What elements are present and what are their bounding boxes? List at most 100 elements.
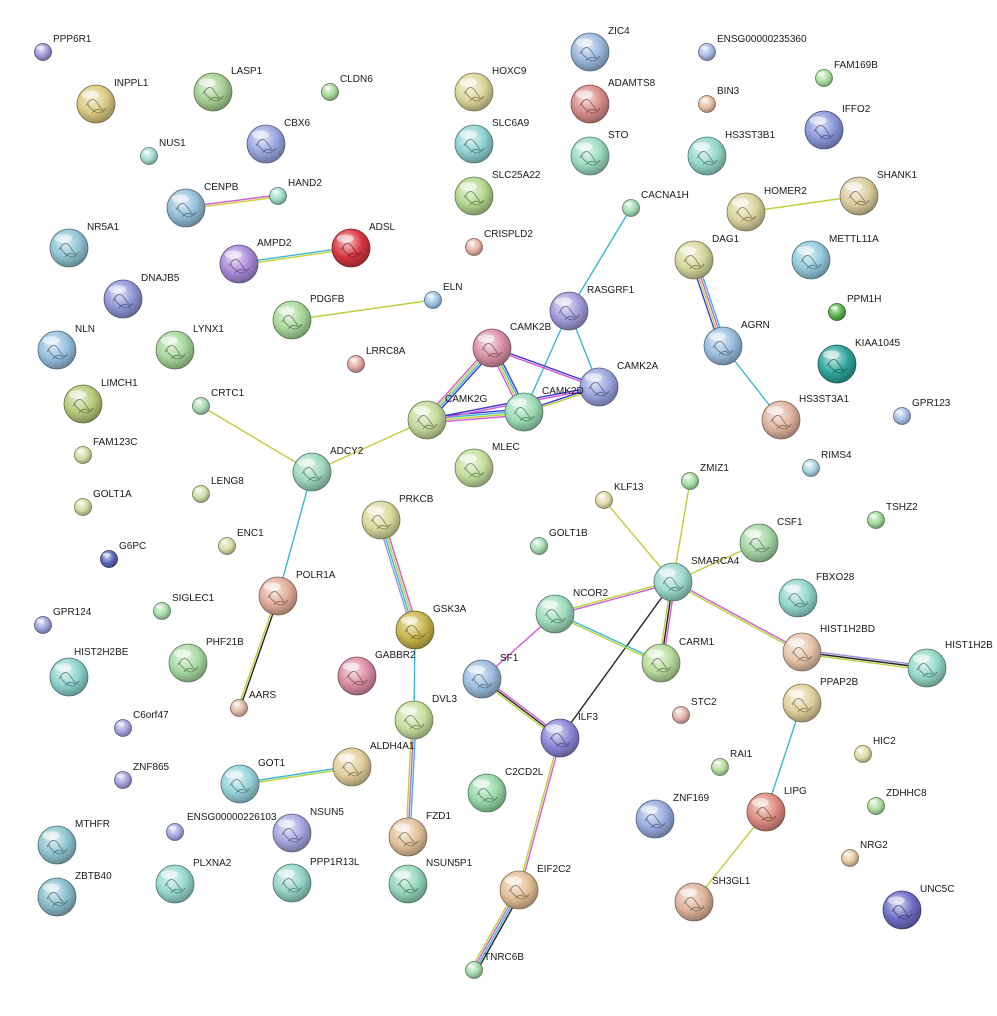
node-camk2b[interactable]: CAMK2B [472,322,551,368]
node-carm1[interactable]: CARM1 [641,637,714,683]
node-eln[interactable]: ELN [424,282,463,309]
node-adsl[interactable]: ADSL [331,222,396,268]
node-nsun5p1[interactable]: NSUN5P1 [388,858,473,904]
node-mlec[interactable]: MLEC [454,442,520,488]
node-adamts8[interactable]: ADAMTS8 [570,78,656,124]
node-crispld2[interactable]: CRISPLD2 [465,229,534,256]
node-bin3[interactable]: BIN3 [698,86,740,113]
node-mettl11a[interactable]: METTL11A [791,234,879,280]
node-iffo2[interactable]: IFFO2 [804,104,871,150]
node-gabbr2[interactable]: GABBR2 [337,650,416,696]
edge-ilf3-eif2c2[interactable] [517,737,562,891]
node-cenpb[interactable]: CENPB [166,182,239,228]
node-hist2h2be[interactable]: HIST2H2BE [49,647,129,697]
node-zmiz1[interactable]: ZMIZ1 [681,463,730,490]
node-tnrc6b[interactable]: TNRC6B [465,952,525,979]
node-enc1[interactable]: ENC1 [218,528,265,555]
node-csf1[interactable]: CSF1 [739,517,803,563]
edge-adcy2-polr1a[interactable] [277,471,313,597]
node-znf865[interactable]: ZNF865 [114,762,170,789]
node-ppm1h[interactable]: PPM1H [828,294,882,321]
node-c2cd2l[interactable]: C2CD2L [467,767,544,813]
node-smarca4[interactable]: SMARCA4 [653,556,740,602]
node-nrg2[interactable]: NRG2 [841,840,889,867]
node-klf13[interactable]: KLF13 [595,482,644,509]
node-eif2c2[interactable]: EIF2C2 [499,864,571,910]
node-zdhhc8[interactable]: ZDHHC8 [867,788,927,815]
node-ppap2b[interactable]: PPAP2B [782,677,858,723]
node-ensg00000226103[interactable]: ENSG00000226103 [166,812,277,841]
node-siglec1[interactable]: SIGLEC1 [153,593,215,620]
node-hand2[interactable]: HAND2 [269,178,323,205]
node-prkcb[interactable]: PRKCB [361,494,434,540]
node-dnajb5[interactable]: DNAJB5 [103,273,180,319]
node-dag1[interactable]: DAG1 [674,234,740,280]
node-fbxo28[interactable]: FBXO28 [778,572,855,618]
node-ampd2[interactable]: AMPD2 [219,238,292,284]
node-lipg[interactable]: LIPG [746,786,807,832]
node-aars[interactable]: AARS [230,690,277,717]
node-golt1b[interactable]: GOLT1B [530,528,589,555]
node-sto[interactable]: STO [570,130,629,176]
node-rasgrf1[interactable]: RASGRF1 [549,285,635,331]
node-hic2[interactable]: HIC2 [854,736,897,763]
node-zic4[interactable]: ZIC4 [570,26,630,72]
edge-smarca4-hist1h2bd[interactable] [672,580,803,654]
node-sf1[interactable]: SF1 [462,653,519,699]
node-agrn[interactable]: AGRN [703,320,770,366]
node-g6pc[interactable]: G6PC [100,541,147,568]
node-unc5c[interactable]: UNC5C [882,884,954,930]
node-hs3st3a1[interactable]: HS3ST3A1 [761,394,849,440]
node-limch1[interactable]: LIMCH1 [63,378,138,424]
node-nln[interactable]: NLN [37,324,95,370]
node-kiaa1045[interactable]: KIAA1045 [817,338,900,384]
edge-crtc1-adcy2[interactable] [200,405,313,473]
node-aldh4a1[interactable]: ALDH4A1 [332,741,415,787]
edge-cacna1h-rasgrf1[interactable] [568,207,632,312]
node-slc25a22[interactable]: SLC25A22 [454,170,541,216]
node-polr1a[interactable]: POLR1A [258,570,336,616]
node-rims4[interactable]: RIMS4 [802,450,853,477]
node-camk2g[interactable]: CAMK2G [407,394,487,440]
edge-smarca4-ncor2[interactable] [554,580,674,616]
node-nr5a1[interactable]: NR5A1 [49,222,120,268]
edge-hist1h2bd-hist1h2b[interactable] [801,649,928,671]
node-nus1[interactable]: NUS1 [140,138,187,165]
node-leng8[interactable]: LENG8 [192,476,245,503]
node-rai1[interactable]: RAI1 [711,749,753,776]
node-tshz2[interactable]: TSHZ2 [867,502,919,529]
node-crtc1[interactable]: CRTC1 [192,388,245,415]
node-fam169b[interactable]: FAM169B [815,60,879,87]
node-ppp6r1[interactable]: PPP6R1 [34,34,92,61]
node-phf21b[interactable]: PHF21B [168,637,244,683]
node-znf169[interactable]: ZNF169 [635,793,710,839]
node-hist1h2b[interactable]: HIST1H2B [907,640,993,688]
node-ensg00000235360[interactable]: ENSG00000235360 [698,34,807,61]
node-mthfr[interactable]: MTHFR [37,819,110,865]
node-ilf3[interactable]: ILF3 [540,712,598,758]
node-fzd1[interactable]: FZD1 [388,811,451,857]
node-stc2[interactable]: STC2 [672,697,718,724]
edge-smarca4-ilf3[interactable] [559,581,674,739]
node-camk2a[interactable]: CAMK2A [579,361,658,407]
node-cldn6[interactable]: CLDN6 [321,74,374,101]
node-nsun5[interactable]: NSUN5 [272,807,344,853]
node-cacna1h[interactable]: CACNA1H [622,190,689,217]
node-camk2d[interactable]: CAMK2D [504,386,584,432]
node-dvl3[interactable]: DVL3 [394,694,457,740]
node-lynx1[interactable]: LYNX1 [155,324,224,370]
node-cbx6[interactable]: CBX6 [246,118,311,164]
node-ncor2[interactable]: NCOR2 [535,588,608,634]
edge-polr1a-aars[interactable] [237,595,280,709]
node-golt1a[interactable]: GOLT1A [74,489,133,516]
node-shank1[interactable]: SHANK1 [839,170,917,216]
edge-ncor2-carm1[interactable] [554,612,662,665]
node-hist1h2bd[interactable]: HIST1H2BD [782,624,875,672]
edge-pdgfb-eln[interactable] [291,299,434,321]
node-homer2[interactable]: HOMER2 [726,186,807,232]
node-slc6a9[interactable]: SLC6A9 [454,118,530,164]
node-fam123c[interactable]: FAM123C [74,437,138,464]
edge-dvl3-fzd1[interactable] [405,719,417,838]
edge-adcy2-camk2g[interactable] [311,419,428,473]
node-lasp1[interactable]: LASP1 [193,66,263,112]
